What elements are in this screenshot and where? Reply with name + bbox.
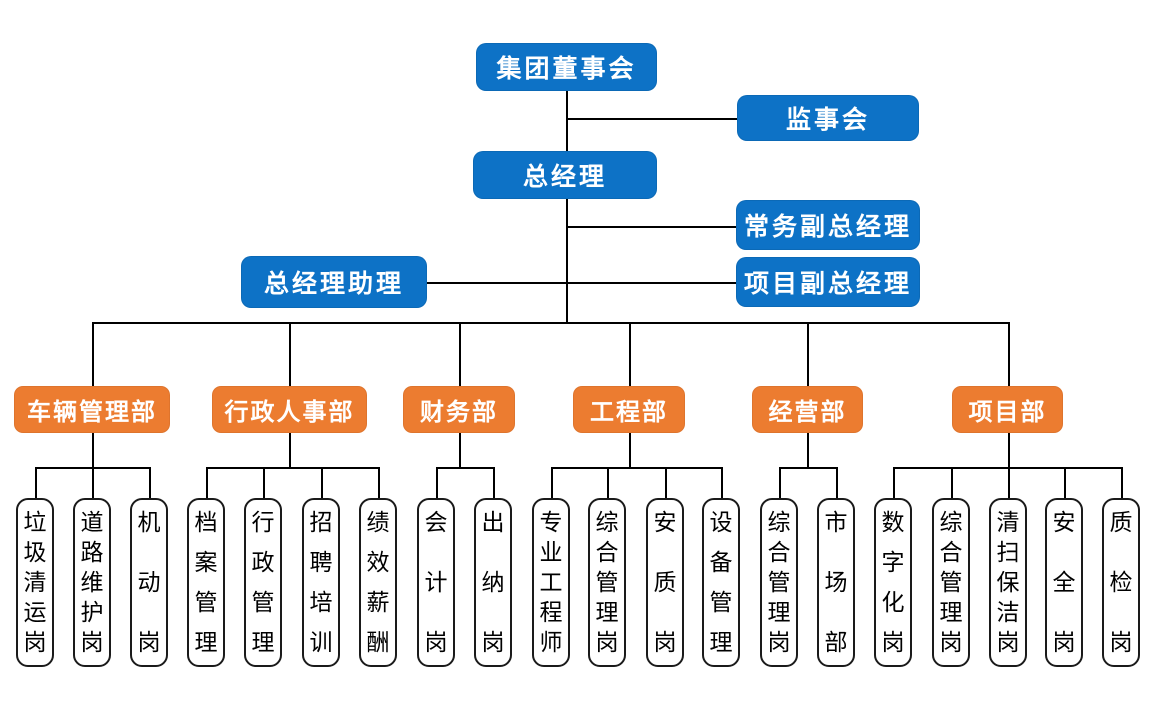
position-box: 设备管理 [702,498,740,667]
connector-line [893,467,895,498]
connector-line [551,467,721,469]
connector-line [1121,467,1123,498]
position-box: 出纳岗 [474,498,512,667]
connector-line [92,433,94,467]
connector-line [1008,322,1010,386]
connector-line [566,226,736,228]
connector-line [92,322,94,386]
connector-line [436,467,493,469]
position-box: 数字化岗 [874,498,912,667]
position-box: 市场部 [817,498,855,667]
connector-line [665,467,667,498]
position-box: 道路维护岗 [73,498,111,667]
dept-operations-box: 经营部 [752,386,863,433]
connector-line [289,322,291,386]
connector-line [721,467,723,498]
project-deputy-gm-box: 项目副总经理 [736,257,920,307]
position-box: 档案管理 [187,498,225,667]
position-box: 安质岗 [646,498,684,667]
connector-line [459,322,461,386]
position-box: 垃圾清运岗 [16,498,54,667]
connector-line [1064,467,1066,498]
connector-line [807,433,809,467]
connector-line [566,118,737,120]
connector-line [779,467,781,498]
position-box: 专业工程师 [532,498,570,667]
position-box: 综合管理岗 [760,498,798,667]
connector-line [629,322,631,386]
connector-line [607,467,609,498]
position-box: 行政管理 [244,498,282,667]
dept-engineering-box: 工程部 [573,386,685,433]
position-box: 质检岗 [1102,498,1140,667]
connector-line [566,91,568,322]
gm-assistant-box: 总经理助理 [241,256,427,308]
position-box: 招聘培训 [302,498,340,667]
position-box: 会计岗 [417,498,455,667]
position-box: 机动岗 [130,498,168,667]
connector-line [92,467,94,498]
connector-line [459,433,461,467]
dept-vehicle-management-box: 车辆管理部 [14,386,170,433]
connector-line [807,322,809,386]
supervisory-board-box: 监事会 [737,95,919,141]
dept-project-box: 项目部 [952,386,1063,433]
connector-line [206,467,208,498]
connector-line [551,467,553,498]
connector-line [1008,467,1010,498]
executive-deputy-gm-box: 常务副总经理 [736,200,920,250]
dept-admin-hr-box: 行政人事部 [212,386,367,433]
connector-line [427,282,736,284]
connector-line [779,467,836,469]
connector-line [951,467,953,498]
connector-line [321,467,323,498]
board-of-directors-box: 集团董事会 [476,43,657,91]
position-box: 绩效薪酬 [359,498,397,667]
connector-line [263,467,265,498]
connector-line [35,467,37,498]
connector-line [149,467,151,498]
connector-line [92,322,1008,324]
connector-line [378,467,380,498]
connector-line [1008,433,1010,467]
connector-line [436,467,438,498]
position-box: 安全岗 [1045,498,1083,667]
dept-finance-box: 财务部 [403,386,515,433]
connector-line [836,467,838,498]
position-box: 综合管理岗 [588,498,626,667]
connector-line [629,433,631,467]
connector-line [206,467,378,469]
connector-line [893,467,1121,469]
connector-line [493,467,495,498]
connector-line [289,433,291,467]
position-box: 清扫保洁岗 [989,498,1027,667]
general-manager-box: 总经理 [473,151,657,199]
position-box: 综合管理岗 [932,498,970,667]
